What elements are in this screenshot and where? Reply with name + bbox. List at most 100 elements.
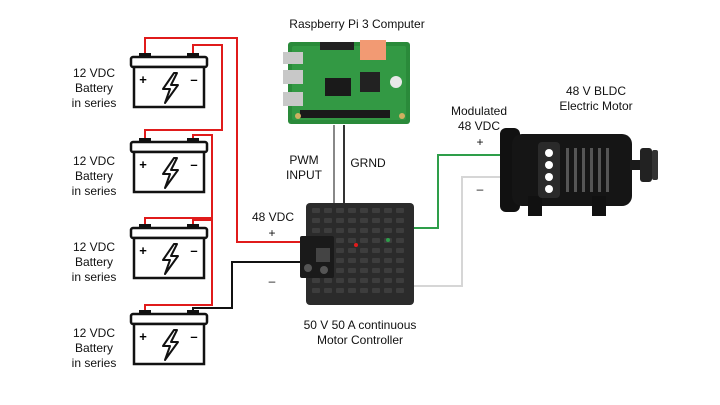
supply-voltage-label: 48 VDC xyxy=(251,210,295,224)
heatsink-fin xyxy=(336,208,344,213)
heatsink-fin xyxy=(372,238,380,243)
heatsink-fin xyxy=(324,288,332,293)
heatsink-fin xyxy=(384,288,392,293)
heatsink-fin xyxy=(372,258,380,263)
heatsink-fin xyxy=(372,288,380,293)
heatsink-fin xyxy=(336,258,344,263)
supply-minus: – xyxy=(268,274,276,288)
battery-1: +– xyxy=(129,53,209,109)
heatsink-fin xyxy=(348,288,356,293)
series-link-1-2 xyxy=(144,44,223,142)
heatsink-fin xyxy=(372,218,380,223)
heatsink-fin xyxy=(360,228,368,233)
lightning-bolt-icon xyxy=(162,329,179,361)
heatsink-fin xyxy=(384,278,392,283)
heatsink-fin xyxy=(360,218,368,223)
heatsink-fin xyxy=(372,248,380,253)
heatsink-fin xyxy=(348,218,356,223)
heatsink-fin xyxy=(336,238,344,243)
heatsink-fin xyxy=(336,248,344,253)
heatsink-fin xyxy=(396,258,404,263)
heatsink-fin xyxy=(348,248,356,253)
heatsink-fin xyxy=(396,208,404,213)
heatsink-fin xyxy=(312,288,320,293)
heatsink-fin xyxy=(360,258,368,263)
heatsink-fin xyxy=(324,278,332,283)
heatsink-fin xyxy=(348,238,356,243)
lightning-bolt-icon xyxy=(162,157,179,189)
heatsink-fin xyxy=(396,288,404,293)
heatsink-fin xyxy=(360,238,368,243)
heatsink-fin xyxy=(384,268,392,273)
heatsink-fin xyxy=(324,208,332,213)
heatsink-fin xyxy=(348,208,356,213)
battery-minus-terminal: – xyxy=(190,157,197,172)
heatsink-fin xyxy=(348,278,356,283)
heatsink-fin xyxy=(360,288,368,293)
battery-plus-terminal: + xyxy=(139,72,147,87)
battery-plus-terminal: + xyxy=(139,157,147,172)
heatsink-fin xyxy=(384,228,392,233)
heatsink-fin xyxy=(336,278,344,283)
battery-3: +– xyxy=(129,224,209,280)
raspberry-pi-board xyxy=(283,40,410,124)
negative-wire xyxy=(192,261,300,314)
battery-minus-terminal: – xyxy=(190,243,197,258)
positive-wire-chain xyxy=(144,37,300,243)
heatsink-fin xyxy=(384,208,392,213)
heatsink-fin xyxy=(336,268,344,273)
heatsink-fin xyxy=(372,278,380,283)
heatsink-fin xyxy=(360,278,368,283)
heatsink-fin xyxy=(372,228,380,233)
motor-plus: + xyxy=(476,135,484,149)
motor-minus: – xyxy=(476,182,484,196)
heatsink-fin xyxy=(396,278,404,283)
heatsink-fin xyxy=(348,228,356,233)
heatsink-fin xyxy=(396,218,404,223)
heatsink-fin xyxy=(360,268,368,273)
heatsink-fin xyxy=(324,228,332,233)
motor-signal-wire xyxy=(414,154,500,229)
heatsink-fin xyxy=(336,218,344,223)
heatsink-fin xyxy=(348,268,356,273)
motor-return-wire xyxy=(414,176,500,287)
heatsink-fin xyxy=(372,268,380,273)
supply-plus: + xyxy=(268,226,276,240)
heatsink-fin xyxy=(384,248,392,253)
ground-label: GRND xyxy=(350,156,386,170)
battery-4: +– xyxy=(129,310,209,366)
bldc-motor xyxy=(500,128,658,216)
battery-minus-terminal: – xyxy=(190,329,197,344)
heatsink-fin xyxy=(324,218,332,223)
lightning-bolt-icon xyxy=(162,243,179,275)
heatsink-fin xyxy=(360,208,368,213)
motor-controller xyxy=(300,203,414,305)
heatsink-fin xyxy=(396,228,404,233)
battery-plus-terminal: + xyxy=(139,243,147,258)
heatsink-fin xyxy=(312,208,320,213)
heatsink-fin xyxy=(384,218,392,223)
lightning-bolt-icon xyxy=(162,72,179,104)
raspberry-pi-label: Raspberry Pi 3 Computer xyxy=(289,17,425,31)
heatsink-fin xyxy=(312,228,320,233)
battery-minus-terminal: – xyxy=(190,72,197,87)
heatsink-fin xyxy=(336,228,344,233)
heatsink-fin xyxy=(348,258,356,263)
battery-plus-terminal: + xyxy=(139,329,147,344)
heatsink-fin xyxy=(360,248,368,253)
series-link-3-4 xyxy=(144,219,213,314)
heatsink-fin xyxy=(312,218,320,223)
heatsink-fin xyxy=(312,278,320,283)
series-link-2-3 xyxy=(144,134,213,228)
heatsink-fin xyxy=(396,268,404,273)
heatsink-fin xyxy=(396,248,404,253)
